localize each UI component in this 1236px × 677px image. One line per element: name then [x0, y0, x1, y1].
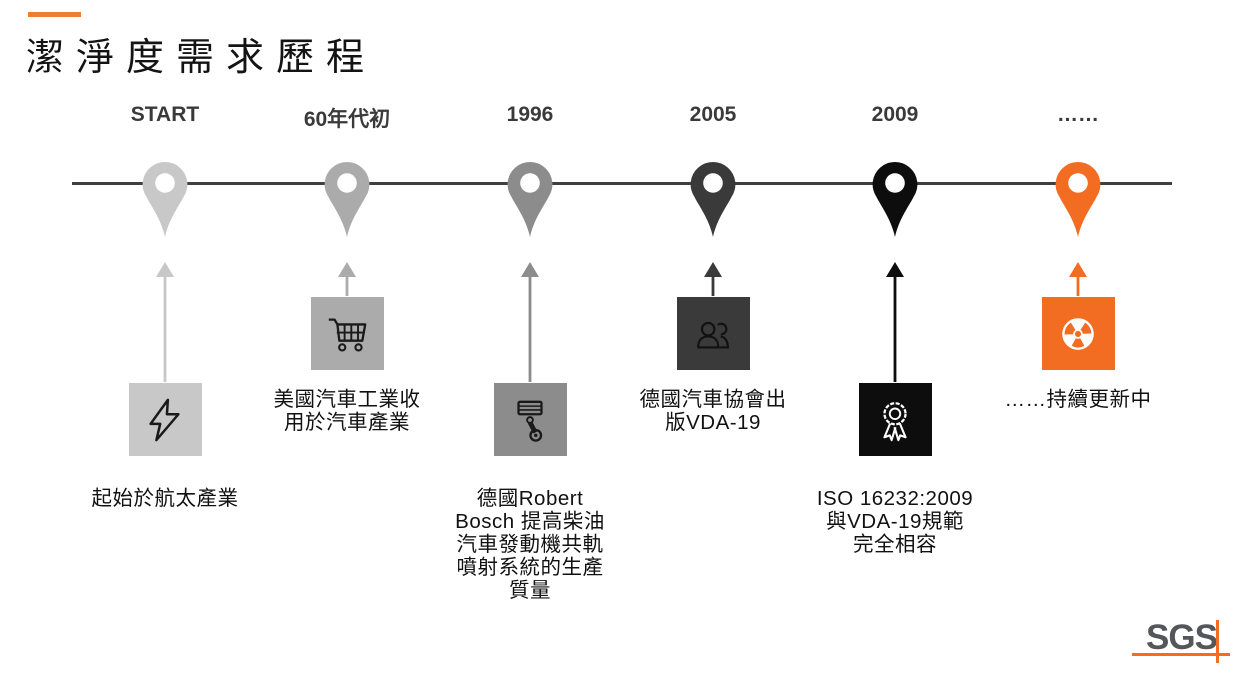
milestone-description: 美國汽車工業收用於汽車產業	[247, 388, 447, 434]
radiation-box	[1041, 297, 1115, 370]
description-line: 與VDA-19規範	[826, 510, 964, 533]
piston-icon	[517, 400, 543, 442]
up-arrow-icon	[156, 262, 174, 382]
timeline-axis	[72, 182, 1172, 185]
map-pin-icon	[872, 161, 918, 237]
timeline-pin	[689, 160, 737, 238]
milestone-arrow	[1065, 262, 1091, 301]
award-ribbon-box	[858, 383, 932, 456]
milestone-arrow	[882, 262, 908, 387]
up-arrow-icon	[704, 262, 722, 296]
milestone-label: 2005	[689, 103, 737, 126]
award-ribbon-icon	[883, 401, 907, 441]
description-line: 汽車發動機共軌	[456, 533, 604, 556]
milestone-label: 2009	[871, 103, 919, 126]
timeline-pin	[506, 160, 554, 238]
timeline-pin	[1054, 160, 1102, 238]
lightning-icon	[149, 398, 180, 441]
title-accent-bar	[28, 12, 81, 17]
up-arrow-icon	[338, 262, 356, 296]
milestone-label: 1996	[506, 103, 554, 126]
milestone-label: ……	[1057, 103, 1099, 126]
description-line: 德國Robert	[476, 487, 584, 510]
milestone-arrow	[334, 262, 360, 301]
map-pin-icon	[324, 161, 370, 237]
milestone-label: START	[130, 103, 200, 126]
up-arrow-icon	[1069, 262, 1087, 296]
timeline-pin	[323, 160, 371, 238]
milestone-arrow	[517, 262, 543, 387]
milestone-description: ……持續更新中	[978, 388, 1178, 411]
description-line: 德國汽車協會出	[639, 388, 787, 411]
milestone-arrow	[152, 262, 178, 387]
milestone-label: 60年代初	[303, 108, 391, 131]
description-line: Bosch 提高柴油	[455, 510, 605, 533]
lightning-box	[128, 383, 202, 456]
radiation-icon	[1062, 317, 1094, 350]
map-pin-icon	[1055, 161, 1101, 237]
sgs-logo-horizontal-rule	[1132, 653, 1230, 656]
milestone-description: 德國汽車協會出版VDA-19	[613, 388, 813, 434]
shopping-cart-icon	[328, 317, 367, 352]
milestone-arrow	[700, 262, 726, 301]
up-arrow-icon	[886, 262, 904, 382]
description-line: 質量	[509, 579, 551, 602]
map-pin-icon	[507, 161, 553, 237]
description-line: 用於汽車產業	[284, 411, 410, 434]
description-line: 美國汽車工業收	[273, 388, 421, 411]
map-pin-icon	[142, 161, 188, 237]
timeline-pin	[141, 160, 189, 238]
people-box	[676, 297, 750, 370]
piston-box	[493, 383, 567, 456]
description-line: ISO 16232:2009	[816, 487, 974, 510]
description-line: 噴射系統的生產	[456, 556, 604, 579]
description-line: 版VDA-19	[665, 411, 761, 434]
milestone-description: 起始於航太產業	[65, 487, 265, 510]
page-title: 潔淨度需求歷程	[26, 37, 377, 79]
description-line: ……持續更新中	[1004, 388, 1152, 411]
timeline-pin	[871, 160, 919, 238]
map-pin-icon	[690, 161, 736, 237]
shopping-cart-box	[310, 297, 384, 370]
people-icon	[697, 321, 729, 348]
up-arrow-icon	[521, 262, 539, 382]
description-line: 起始於航太產業	[91, 487, 239, 510]
description-line: 完全相容	[853, 533, 937, 556]
sgs-logo: SGS	[1146, 618, 1218, 657]
sgs-logo-vertical-rule	[1216, 620, 1219, 663]
